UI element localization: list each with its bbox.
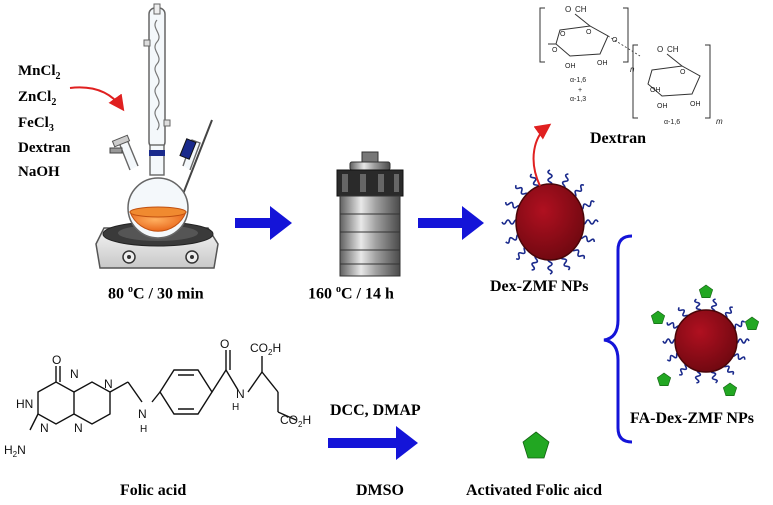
svg-text:N: N — [104, 377, 113, 391]
solvent-label: DMSO — [356, 482, 404, 499]
svg-text:O: O — [565, 5, 571, 14]
svg-text:CO2H: CO2H — [280, 413, 311, 429]
dextran-coil — [579, 200, 595, 211]
reagent-dextran: Dextran — [18, 140, 71, 156]
coupling-reagents-label: DCC, DMAP — [330, 402, 421, 419]
dextran-coil — [501, 219, 519, 225]
dextran-coil — [581, 219, 599, 225]
svg-text:O: O — [552, 47, 558, 54]
folic-acid-ligand — [656, 372, 672, 386]
dextran-coil — [572, 184, 585, 198]
autoclave-condition-label: 160 oC / 14 h — [308, 284, 394, 303]
process-arrow-2 — [418, 206, 484, 240]
process-arrow-1 — [235, 206, 292, 240]
svg-text:O: O — [680, 69, 686, 76]
hot-plate-icon — [95, 221, 219, 269]
dextran-coil — [547, 257, 553, 275]
coupling-arrow — [328, 426, 418, 460]
dextran-coating-arrow — [532, 123, 552, 187]
svg-text:O: O — [52, 353, 61, 367]
folic-acid-ligand — [698, 284, 714, 298]
reagent-naoh: NaOH — [18, 164, 60, 180]
svg-text:O: O — [560, 31, 566, 38]
svg-text:α-1,6: α-1,6 — [570, 77, 586, 84]
svg-text:α-1,3: α-1,3 — [570, 96, 586, 103]
reagent-mncl2: MnCl2 — [18, 63, 61, 82]
folic-acid-structure — [29, 350, 297, 431]
svg-text:N: N — [40, 421, 49, 435]
dextran-coil — [514, 184, 529, 197]
reflux-condition-label: 80 oC / 30 min — [108, 284, 204, 303]
svg-text:N: N — [74, 421, 83, 435]
reagent-addition-arrow — [69, 86, 125, 112]
svg-text:H2N: H2N — [4, 443, 26, 459]
svg-text:m: m — [716, 117, 723, 126]
svg-text:O: O — [657, 45, 663, 54]
reagent-fecl3: FeCl3 — [18, 115, 54, 134]
svg-text:H: H — [140, 424, 147, 435]
folic-acid-label: Folic acid — [120, 482, 187, 499]
autoclave-icon — [336, 151, 404, 277]
svg-text:OH: OH — [650, 87, 661, 94]
dextran-title: Dextran — [590, 130, 646, 147]
svg-text:OH: OH — [690, 101, 701, 108]
svg-text:HN: HN — [16, 397, 33, 411]
svg-text:OH: OH — [565, 63, 576, 70]
dextran-coil — [571, 247, 586, 260]
svg-text:H: H — [232, 402, 239, 413]
dex-zmf-label: Dex-ZMF NPs — [490, 278, 589, 295]
dextran-coil — [505, 233, 521, 244]
svg-text:OH: OH — [657, 103, 668, 110]
svg-text:CH: CH — [575, 5, 587, 14]
reagent-zncl2: ZnCl2 — [18, 89, 57, 108]
svg-text:O: O — [586, 29, 592, 36]
dextran-coil — [561, 173, 569, 190]
activated-folic-acid-icon — [522, 431, 550, 459]
dextran-structure: O CH O O O OH OH O n O CH O OH OH OH m α… — [539, 5, 723, 126]
fa-dex-zmf-label: FA-Dex-ZMF NPs — [630, 410, 754, 427]
reflux-flask-icon — [109, 3, 213, 239]
svg-text:n: n — [630, 65, 635, 74]
activated-folic-acid-label: Activated Folic aicd — [466, 482, 602, 499]
dextran-coil — [515, 246, 528, 260]
dextran-coil — [531, 254, 539, 271]
svg-text:O: O — [612, 37, 618, 44]
svg-text:N: N — [138, 407, 147, 421]
svg-text:CO2H: CO2H — [250, 341, 281, 357]
svg-text:α-1,6: α-1,6 — [664, 119, 680, 126]
dextran-coil — [547, 169, 553, 187]
svg-text:N: N — [70, 367, 79, 381]
svg-text:N: N — [236, 387, 245, 401]
fa-dex-zmf-nanoparticle — [650, 284, 760, 396]
folic-acid-ligand — [744, 316, 760, 330]
svg-text:+: + — [578, 87, 582, 94]
dex-zmf-nanoparticle — [501, 169, 599, 275]
svg-text:CH: CH — [667, 45, 679, 54]
folic-acid-ligand — [650, 310, 666, 324]
folic-acid-atom-labels: O HN N N N N H2N N H O N H CO2H CO2H — [4, 337, 311, 459]
combination-brace — [603, 234, 633, 444]
folic-acid-ligand — [722, 382, 738, 396]
svg-text:O: O — [220, 337, 229, 351]
svg-text:OH: OH — [597, 60, 608, 67]
